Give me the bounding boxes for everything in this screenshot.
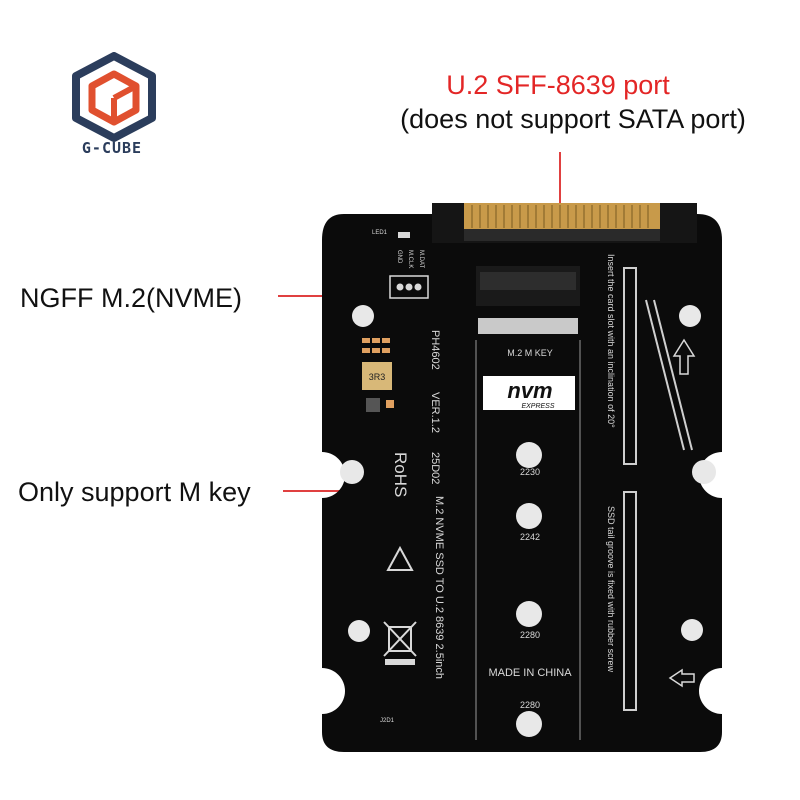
debug-header (389, 275, 429, 299)
brand-name: G-CUBE (81, 139, 143, 157)
mount-2230: 2230 (520, 467, 540, 477)
bottom-label: J2D1 (380, 718, 395, 724)
u2-connector (432, 203, 697, 243)
instruction-tail: SSD tail groove is fixed with rubber scr… (606, 506, 616, 673)
brand-logo (64, 52, 164, 162)
made-in-label: MADE IN CHINA (488, 667, 572, 679)
gnd-label-2: M.DAT (418, 250, 424, 269)
callout-mkey: Only support M key (18, 477, 251, 507)
callout-u2-note: (does not support SATA port) (400, 104, 746, 134)
description-label: M.2 NVME SSD TO U.2 8639 2.5inch (433, 496, 445, 679)
smd-components (362, 338, 394, 412)
model-label: PH4602 (429, 330, 441, 370)
esd-warning-icon (386, 545, 414, 571)
instruction-insert: Insert the card slot with an inclination… (606, 254, 616, 428)
m2-pads (478, 318, 578, 334)
slot-label: M.2 M KEY (507, 348, 553, 358)
mounting-holes (340, 305, 716, 737)
pcb-board (322, 214, 722, 752)
inductor-label: 3R3 (369, 372, 386, 382)
nvm-express-logo (483, 376, 575, 410)
express-text: EXPRESS (521, 403, 554, 410)
date-label: 25D02 (429, 452, 441, 484)
side-rails (623, 267, 693, 711)
arrow-left-icon (668, 668, 695, 688)
hexagon-cube-logo-icon (72, 52, 156, 142)
version-label: VER.1.2 (429, 392, 441, 433)
gnd-label-0: GND (396, 250, 402, 264)
led-label: LED1 (372, 230, 388, 236)
mount-2280: 2280 (520, 630, 540, 640)
arrow-up-icon (672, 338, 696, 375)
rohs-label: RoHS (391, 452, 410, 497)
callout-ngff: NGFF M.2(NVME) (20, 283, 242, 313)
callout-u2-port: U.2 SFF-8639 port (446, 70, 670, 100)
nvm-text: nvm (507, 378, 552, 403)
mount-2242: 2242 (520, 532, 540, 542)
weee-bin-icon (383, 621, 417, 665)
gnd-label-1: M.CLK (407, 250, 413, 268)
mount-2280-bottom: 2280 (520, 700, 540, 710)
